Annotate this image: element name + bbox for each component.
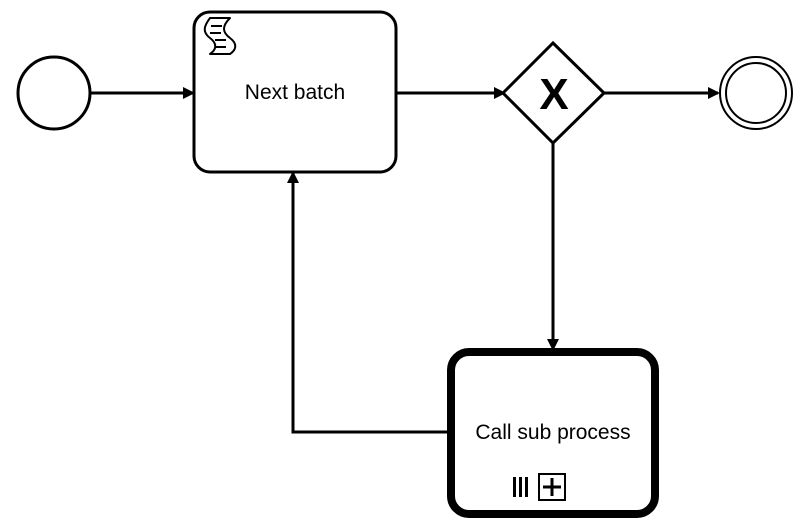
flow-call-sub-process-to-next-batch[interactable] — [287, 171, 449, 434]
gateway-diamond — [500, 40, 607, 146]
task-next-batch-label: Next batch — [245, 81, 345, 104]
start-event[interactable] — [16, 55, 92, 131]
task-next-batch-shape — [192, 10, 398, 174]
task-call-sub-process[interactable]: Call sub process — [447, 348, 659, 518]
end-event-inner-ring — [725, 62, 787, 124]
task-call-sub-process-shape — [447, 348, 659, 518]
parallel-multi-instance-icon — [513, 477, 528, 497]
collapsed-subprocess-plus-icon[interactable] — [538, 473, 566, 501]
task-next-batch[interactable]: Next batch — [192, 10, 398, 174]
end-event[interactable] — [719, 56, 793, 130]
gateway-x-mark: X — [539, 70, 568, 119]
script-icon — [203, 17, 237, 55]
sequence-flows — [90, 87, 720, 434]
task-call-sub-process-label: Call sub process — [475, 421, 630, 444]
exclusive-gateway[interactable]: X — [500, 40, 607, 146]
end-event-outer-ring — [719, 56, 793, 130]
